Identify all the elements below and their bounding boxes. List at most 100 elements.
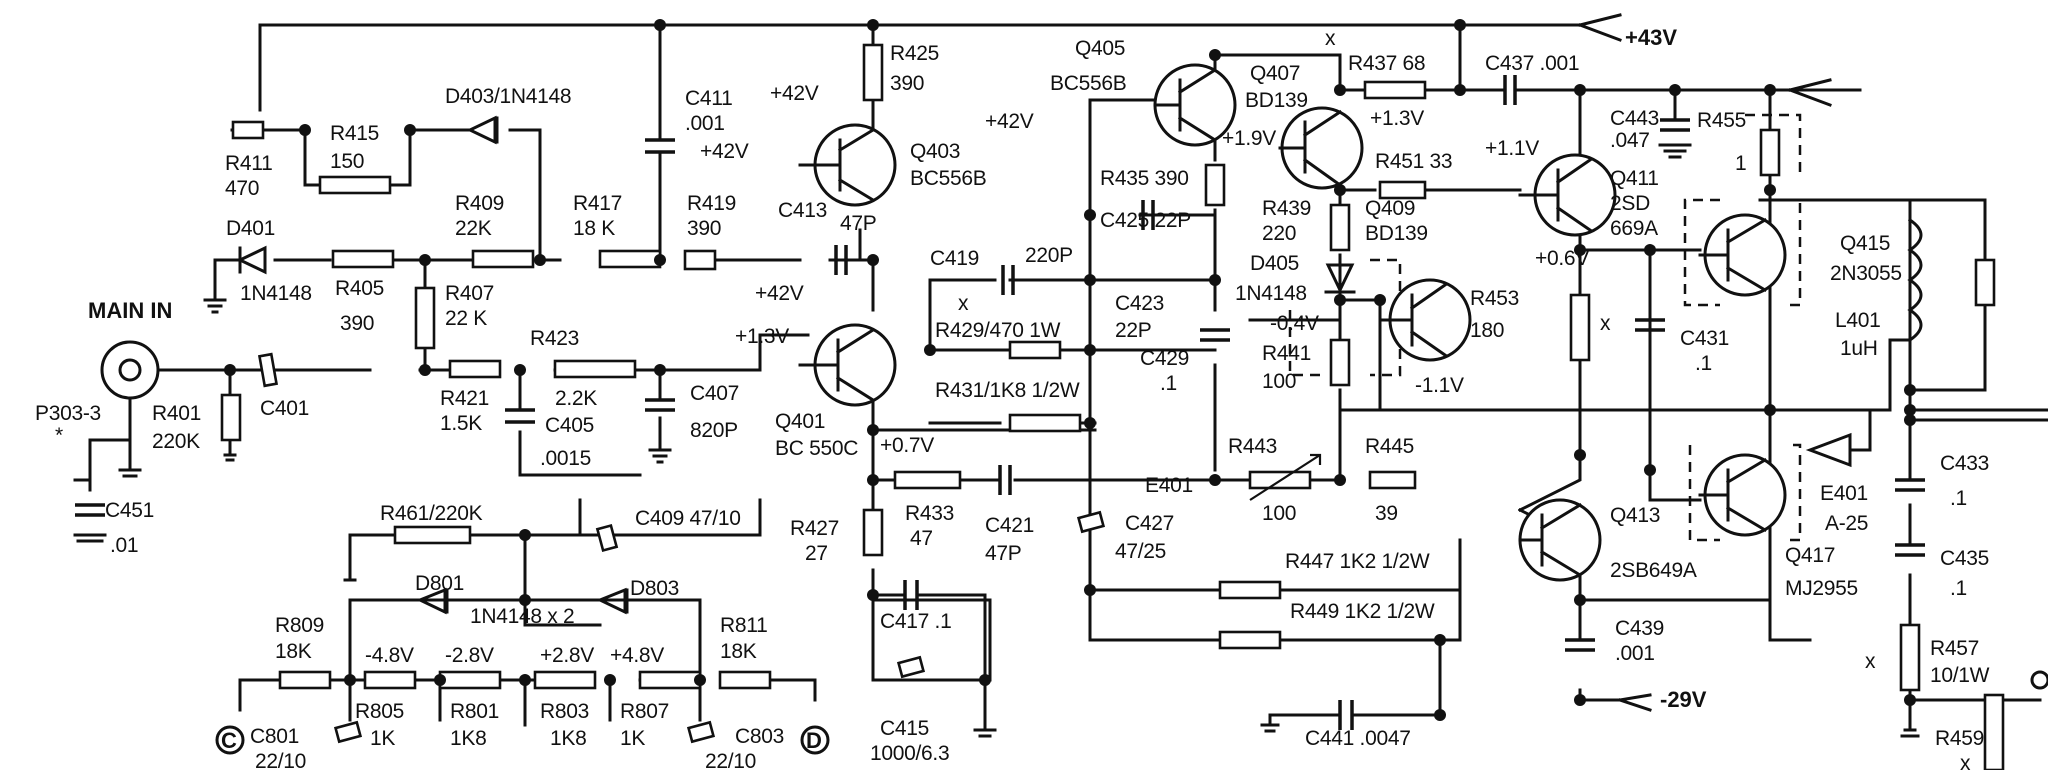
label-c415: C415 bbox=[880, 717, 929, 740]
value-c405: .0015 bbox=[540, 447, 591, 470]
value-r415: 150 bbox=[330, 150, 364, 173]
label-c441: C441 .0047 bbox=[1305, 727, 1411, 750]
value-r419: 390 bbox=[687, 217, 721, 240]
value-r453: 180 bbox=[1470, 319, 1504, 342]
capacitors bbox=[75, 75, 1925, 744]
value-r807: 1K bbox=[620, 727, 645, 750]
label-c407: C407 bbox=[690, 382, 739, 405]
label-c401: C401 bbox=[260, 397, 309, 420]
rail-neg-label: -29V bbox=[1660, 687, 1707, 712]
rail-pos-label: +43V bbox=[1625, 25, 1677, 50]
label-r417: R417 bbox=[573, 192, 622, 215]
label-e401b: E401 bbox=[1820, 482, 1868, 505]
label-d801: D801 bbox=[415, 572, 464, 595]
label-q411: Q411 bbox=[1610, 167, 1659, 190]
value-c801: 22/10 bbox=[255, 750, 306, 770]
label-d401: D401 bbox=[226, 217, 275, 240]
volt-13b: +1.3V bbox=[1370, 107, 1424, 130]
label-r437: R437 68 bbox=[1348, 52, 1425, 75]
value-r439: 220 bbox=[1262, 222, 1296, 245]
label-r431: R431/1K8 1/2W bbox=[935, 379, 1080, 402]
label-r401: R401 bbox=[152, 402, 201, 425]
value-r409: 22K bbox=[455, 217, 492, 240]
label-r425: R425 bbox=[890, 42, 939, 65]
label-r801: R801 bbox=[450, 700, 499, 723]
volt-06: +0.6V bbox=[1535, 247, 1589, 270]
value-r425: 390 bbox=[890, 72, 924, 95]
value-c443: .047 bbox=[1610, 129, 1650, 152]
label-r415: R415 bbox=[330, 122, 379, 145]
connectors bbox=[73, 143, 2048, 755]
mark-x1: x bbox=[958, 292, 969, 315]
volt-42c: +42V bbox=[985, 110, 1034, 133]
label-r435: R435 390 bbox=[1100, 167, 1189, 190]
value-c435: .1 bbox=[1950, 577, 1967, 600]
label-d405: D405 bbox=[1250, 252, 1299, 275]
value-r443: 100 bbox=[1262, 502, 1296, 525]
label-r421: R421 bbox=[440, 387, 489, 410]
label-c437: C437 .001 bbox=[1485, 52, 1579, 75]
value-c421: 47P bbox=[985, 542, 1021, 565]
value-c411: .001 bbox=[685, 112, 725, 135]
label-q403: Q403 bbox=[910, 140, 960, 163]
label-c411: C411 bbox=[685, 87, 732, 110]
label-c803: C803 bbox=[735, 725, 784, 748]
label-r441: R441 bbox=[1262, 342, 1311, 365]
label-r427: R427 bbox=[790, 517, 839, 540]
label-c427: C427 bbox=[1125, 512, 1174, 535]
value-q407: BD139 bbox=[1245, 89, 1308, 112]
label-r803: R803 bbox=[540, 700, 589, 723]
label-q401: Q401 bbox=[775, 410, 825, 433]
label-r405: R405 bbox=[335, 277, 384, 300]
label-r409: R409 bbox=[455, 192, 504, 215]
label-r453: R453 bbox=[1470, 287, 1519, 310]
label-d8xx: 1N4148 x 2 bbox=[470, 605, 574, 628]
label-q405: Q405 bbox=[1075, 37, 1125, 60]
value-r421: 1.5K bbox=[440, 412, 482, 435]
volt-p48: +4.8V bbox=[610, 644, 664, 667]
value-q417: MJ2955 bbox=[1785, 577, 1858, 600]
value-r441: 100 bbox=[1262, 370, 1296, 393]
label-d403: D403/1N4148 bbox=[445, 85, 571, 108]
label-r447: R447 1K2 1/2W bbox=[1285, 550, 1430, 573]
connector-d-label: D bbox=[806, 728, 822, 753]
volt-11: +1.1V bbox=[1485, 137, 1539, 160]
label-r407: R407 bbox=[445, 282, 494, 305]
value-c407: 820P bbox=[690, 419, 738, 442]
label-r809: R809 bbox=[275, 614, 324, 637]
value-r423: 2.2K bbox=[555, 387, 597, 410]
label-r461: R461/220K bbox=[380, 502, 483, 525]
label-r459: R459 bbox=[1935, 727, 1984, 750]
value-r457: 10/1W bbox=[1930, 664, 1990, 687]
volt-p28: +2.8V bbox=[540, 644, 594, 667]
label-r411: R411 bbox=[225, 152, 272, 175]
label-r429: R429/470 1W bbox=[935, 319, 1061, 342]
value-q413: 2SB649A bbox=[1610, 559, 1697, 582]
mark-x5: x bbox=[1960, 752, 1971, 770]
connector-label: P303-3 bbox=[35, 402, 101, 425]
label-c433: C433 bbox=[1940, 452, 1989, 475]
value-c803: 22/10 bbox=[705, 750, 756, 770]
value-r811: 18K bbox=[720, 640, 757, 663]
value-c423: 22P bbox=[1115, 319, 1151, 342]
volt-42b: +42V bbox=[700, 140, 749, 163]
label-c413: C413 bbox=[778, 199, 827, 222]
value-e401b: A-25 bbox=[1825, 512, 1868, 535]
label-c405: C405 bbox=[545, 414, 594, 437]
junction-nodes bbox=[224, 19, 1916, 721]
value-c451: .01 bbox=[110, 534, 138, 557]
label-c451: C451 bbox=[105, 499, 154, 522]
value-q415: 2N3055 bbox=[1830, 262, 1902, 285]
volt-m11: -1.1V bbox=[1415, 374, 1464, 397]
value-r417: 18 K bbox=[573, 217, 615, 240]
label-c431: C431 bbox=[1680, 327, 1729, 350]
value-c415: 1000/6.3 bbox=[870, 742, 949, 765]
value-r401: 220K bbox=[152, 430, 200, 453]
value-c439: .001 bbox=[1615, 642, 1655, 665]
main-in-label: MAIN IN bbox=[88, 298, 172, 323]
resistor-bodies bbox=[220, 43, 2005, 770]
component-labels: +43V -29V MAIN IN P303-3 * R411 470 R415… bbox=[35, 25, 1990, 770]
label-r419: R419 bbox=[687, 192, 736, 215]
label-c417: C417 .1 bbox=[880, 610, 951, 633]
label-q407: Q407 bbox=[1250, 62, 1300, 85]
